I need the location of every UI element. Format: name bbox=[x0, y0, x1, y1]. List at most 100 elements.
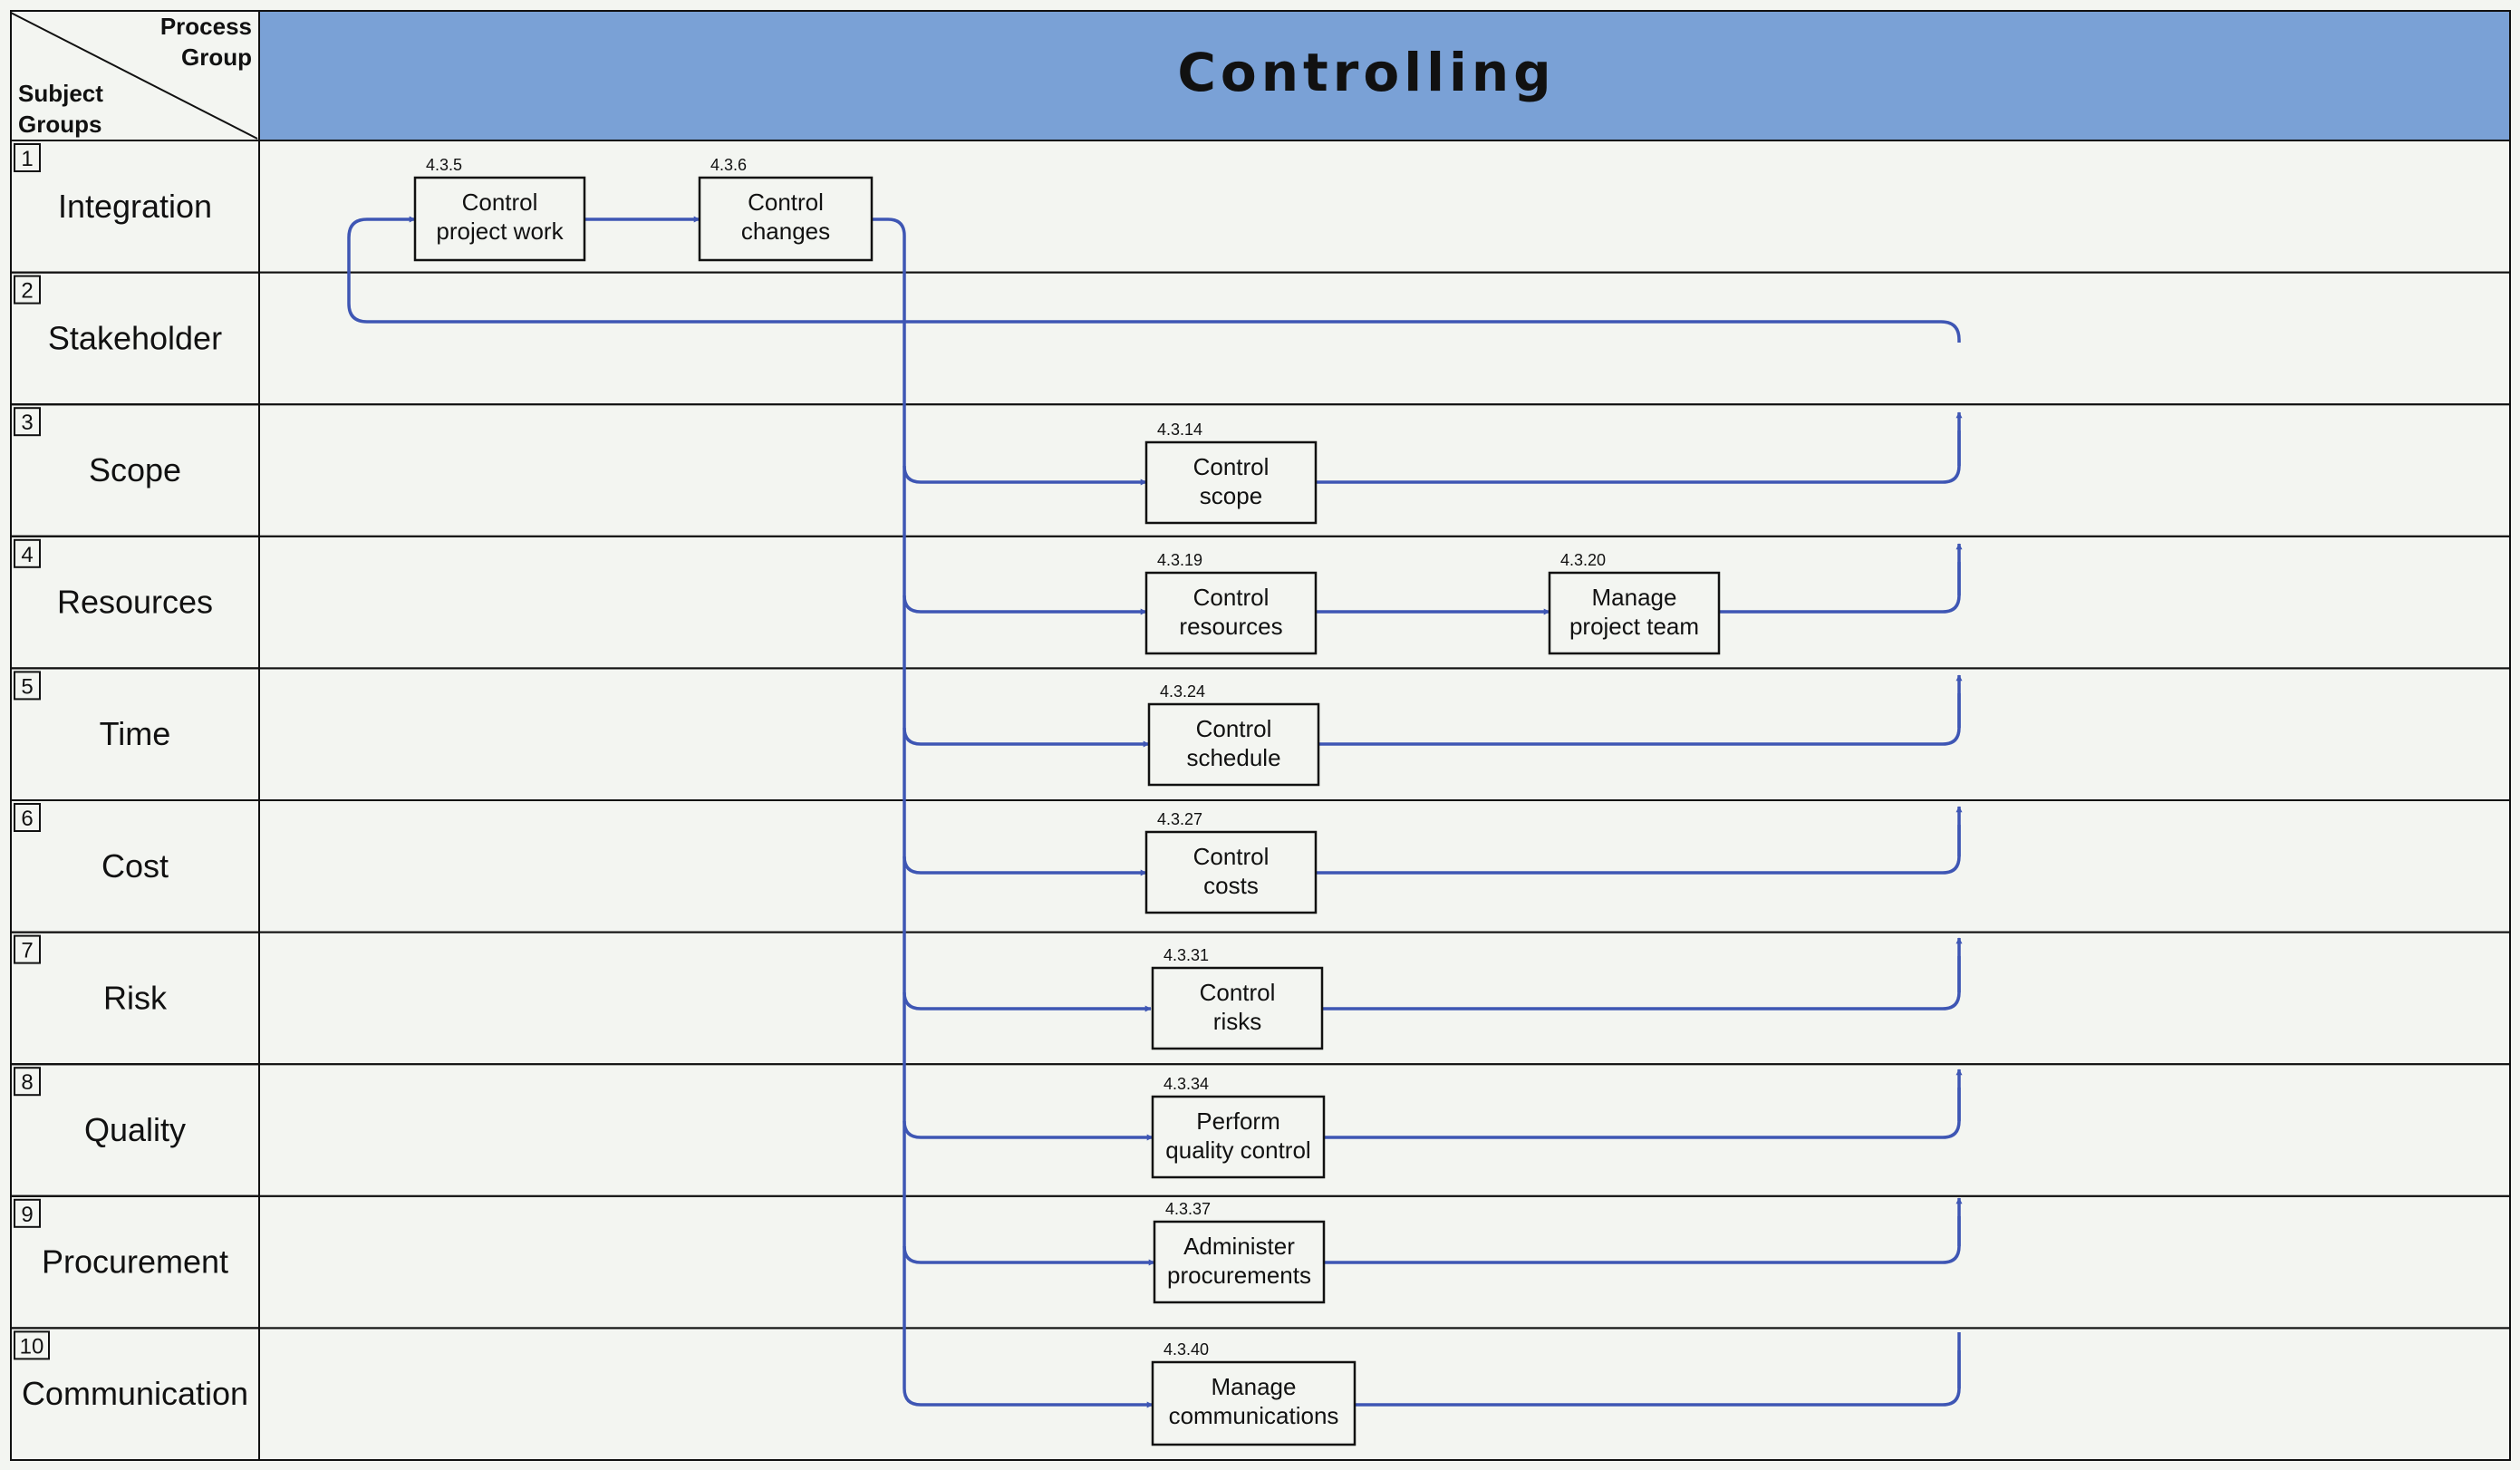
row-label-cell bbox=[10, 1327, 260, 1462]
row-number-badge bbox=[14, 934, 41, 964]
row-number: 6 bbox=[21, 807, 33, 831]
process-name-line: schedule bbox=[1186, 744, 1280, 771]
process-name-line: Control bbox=[1193, 843, 1270, 870]
row-number: 3 bbox=[21, 411, 33, 435]
subject-group-label: Communication bbox=[22, 1375, 248, 1412]
row-number-badge bbox=[14, 538, 41, 568]
process-code: 4.3.40 bbox=[1163, 1340, 1209, 1359]
row-number: 4 bbox=[21, 543, 33, 567]
process-code: 4.3.19 bbox=[1157, 551, 1202, 569]
process-name-line: Administer bbox=[1183, 1233, 1295, 1260]
process-box-frame bbox=[1147, 702, 1320, 787]
process-name-line: costs bbox=[1203, 872, 1259, 899]
process-box-frame bbox=[1144, 571, 1318, 655]
corner-label-groups: Groups bbox=[18, 111, 101, 138]
process-name-line: Control bbox=[462, 189, 538, 216]
branch-arrow bbox=[903, 856, 1147, 876]
row-number: 1 bbox=[21, 147, 33, 171]
output-line bbox=[1318, 674, 1963, 746]
feedback-arrow bbox=[347, 216, 1961, 343]
output-line bbox=[1324, 1069, 1963, 1139]
row-number-badge bbox=[14, 803, 41, 832]
corner-label-process: Process bbox=[160, 13, 252, 40]
row-number-badge bbox=[14, 143, 41, 172]
subject-group-label: Quality bbox=[84, 1111, 186, 1148]
process-code: 4.3.14 bbox=[1157, 421, 1202, 439]
branch-arrow bbox=[903, 595, 1147, 615]
row-number: 8 bbox=[21, 1070, 33, 1095]
process-box-frame bbox=[1151, 1095, 1326, 1179]
corner-label-subject: Subject bbox=[18, 80, 103, 107]
branch-arrow bbox=[903, 1388, 1154, 1408]
process-name-line: Control bbox=[748, 189, 824, 216]
header-band bbox=[258, 10, 2511, 141]
corner-diagonal bbox=[10, 12, 258, 140]
process-name-line: Manage bbox=[1212, 1373, 1297, 1400]
row-number-badge bbox=[14, 275, 41, 305]
output-line bbox=[1355, 1332, 1961, 1407]
process-code: 4.3.27 bbox=[1157, 810, 1202, 828]
branch-arrow bbox=[903, 1245, 1155, 1266]
process-name-line: Control bbox=[1200, 979, 1276, 1006]
corner-label-group: Group bbox=[181, 44, 252, 71]
process-box-frame bbox=[1151, 966, 1324, 1050]
branch-arrow bbox=[903, 1120, 1154, 1141]
output-line bbox=[1316, 411, 1963, 484]
subject-group-rows: 1Integration2Stakeholder3Scope4Resources… bbox=[10, 140, 2511, 1462]
row-number: 2 bbox=[21, 279, 33, 304]
distribution-trunk bbox=[872, 218, 906, 1388]
process-name-line: quality control bbox=[1165, 1136, 1310, 1164]
row-number-badge bbox=[14, 1198, 41, 1228]
subject-group-label: Procurement bbox=[42, 1243, 228, 1281]
process-box-frame bbox=[1548, 571, 1721, 655]
subject-group-label: Resources bbox=[57, 584, 213, 621]
branch-arrow bbox=[903, 465, 1147, 486]
process-box-frame bbox=[413, 176, 586, 262]
process-name-line: Control bbox=[1193, 584, 1270, 611]
branch-arrow bbox=[903, 991, 1152, 1012]
process-name-line: Manage bbox=[1592, 584, 1677, 611]
process-name-line: communications bbox=[1169, 1402, 1339, 1429]
row-number-badge bbox=[14, 1330, 50, 1360]
process-name-line: procurements bbox=[1167, 1262, 1311, 1289]
process-code: 4.3.31 bbox=[1163, 946, 1209, 964]
subject-group-label: Cost bbox=[101, 847, 169, 885]
subject-group-label: Scope bbox=[89, 451, 181, 488]
row-number: 10 bbox=[20, 1334, 44, 1359]
process-code: 4.3.37 bbox=[1165, 1200, 1211, 1218]
process-group-title: Controlling bbox=[1177, 42, 1555, 103]
process-name-line: project team bbox=[1569, 613, 1699, 640]
process-name-line: scope bbox=[1200, 482, 1262, 509]
row-number: 7 bbox=[21, 939, 33, 963]
process-name-line: Control bbox=[1196, 715, 1272, 742]
subject-group-label: Stakeholder bbox=[48, 319, 222, 356]
process-code: 4.3.6 bbox=[710, 156, 747, 174]
process-code: 4.3.34 bbox=[1163, 1075, 1209, 1093]
process-name-line: risks bbox=[1213, 1008, 1261, 1035]
process-box-frame bbox=[1153, 1220, 1326, 1304]
output-line bbox=[1316, 806, 1963, 875]
process-name-line: changes bbox=[741, 218, 830, 245]
row-number-badge bbox=[14, 671, 41, 701]
process-name-line: Control bbox=[1193, 453, 1270, 480]
process-code: 4.3.24 bbox=[1160, 682, 1205, 701]
output-line bbox=[1324, 1197, 1963, 1264]
process-box-frame bbox=[1144, 830, 1318, 914]
flow-connectors bbox=[347, 216, 1963, 1408]
process-code: 4.3.5 bbox=[426, 156, 462, 174]
